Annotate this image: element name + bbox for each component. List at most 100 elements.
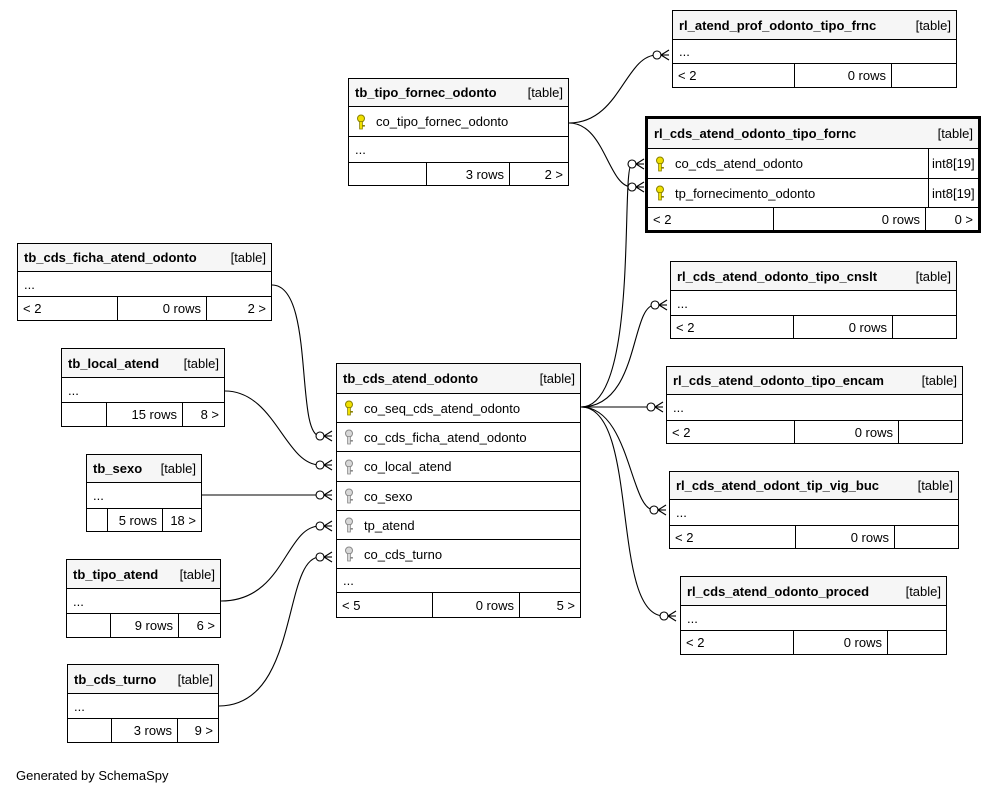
more-columns: ... [676,505,687,520]
more-columns: ... [679,44,690,59]
primary-key-icon [357,114,365,129]
parents-count [87,509,107,531]
table-name: rl_cds_atend_odonto_tipo_cnslt [677,268,878,284]
rel-atend-odonto-to-tipo-encam [581,401,664,413]
more-columns: ... [73,593,84,609]
row-count: 0 rows [793,631,887,654]
table-name: rl_cds_atend_odonto_tipo_encam [673,373,884,388]
column-co-cds-turno: co_cds_turno [337,546,580,562]
rel-turno-to-atend-odonto [218,551,333,707]
row-count: 15 rows [106,403,182,426]
parents-count: < 2 [678,68,697,83]
foreign-key-icon [345,517,353,533]
parents-count: < 2 [23,301,42,316]
foreign-key-icon [345,546,353,562]
more-columns: ... [355,142,366,157]
row-count: 0 rows [117,297,206,320]
parents-count: < 2 [675,529,694,545]
column-co-cds-atend-odonto: co_cds_atend_odonto [648,156,928,172]
table-type-label: [table] [230,250,266,265]
row-count: 5 rows [107,509,162,531]
parents-count: < 5 [342,597,361,613]
column-co-tipo-fornec-odonto: co_tipo_fornec_odonto [349,114,568,130]
more-columns: ... [74,698,85,714]
row-count: 0 rows [432,593,519,617]
foreign-key-icon [345,429,353,445]
row-count: 3 rows [111,719,177,742]
column-tp-fornecimento-odonto: tp_fornecimento_odonto [648,185,928,201]
table-rl-cds-atend-odont-tip-vig-buc[interactable]: rl_cds_atend_odont_tip_vig_buc[table] ..… [669,471,959,549]
table-type-label: [table] [937,126,973,141]
primary-key-icon [656,156,664,171]
parents-count: < 2 [686,635,705,650]
table-rl-cds-atend-odonto-proced[interactable]: rl_cds_atend_odonto_proced[table] ... < … [680,576,947,655]
more-columns: ... [677,295,688,311]
parents-count [68,719,111,742]
column-co-cds-ficha-atend-odonto: co_cds_ficha_atend_odonto [337,429,580,445]
column-type: int8[19] [928,149,978,178]
table-rl-cds-atend-odonto-tipo-cnslt[interactable]: rl_cds_atend_odonto_tipo_cnslt[table] ..… [670,261,957,339]
more-columns: ... [24,276,35,292]
row-count: 0 rows [795,526,894,548]
table-name: tb_cds_turno [74,671,157,687]
generated-by-footer: Generated by SchemaSpy [16,768,169,783]
rel-atend-odonto-to-tipo-cnslt [580,299,668,408]
row-count: 3 rows [426,163,509,185]
parents-count: < 2 [672,424,691,440]
children-count [892,316,956,338]
table-type-label: [table] [921,373,957,388]
table-type-label: [table] [179,566,215,582]
rel-tipo-atend-to-atend-odonto [220,520,333,602]
rel-atend-odonto-to-vig-buc [580,406,667,516]
parents-count [62,403,106,426]
row-count: 0 rows [793,316,892,338]
children-count [894,526,958,548]
children-count: 5 > [519,593,580,617]
primary-key-icon [656,185,664,201]
table-rl-atend-prof-odonto-tipo-frnc[interactable]: rl_atend_prof_odonto_tipo_frnc[table] ..… [672,10,957,88]
row-count: 0 rows [794,64,891,87]
children-count: 8 > [182,403,224,426]
column-co-seq-cds-atend-odonto: co_seq_cds_atend_odonto [337,400,580,416]
table-type-label: [table] [539,371,575,386]
more-columns: ... [93,488,104,503]
table-type-label: [table] [527,85,563,100]
table-tb-tipo-fornec-odonto[interactable]: tb_tipo_fornec_odonto [table] co_tipo_for… [348,78,569,186]
table-name: tb_tipo_fornec_odonto [355,85,497,100]
table-name: rl_cds_atend_odont_tip_vig_buc [676,478,879,493]
table-name: tb_cds_atend_odonto [343,371,479,386]
more-columns: ... [343,573,354,588]
table-rl-cds-atend-odonto-tipo-encam[interactable]: rl_cds_atend_odonto_tipo_encam [table] ..… [666,366,963,444]
table-tb-cds-ficha-atend-odonto[interactable]: tb_cds_ficha_atend_odonto [table] ... < 2… [17,243,272,321]
table-type-label: [table] [183,355,219,371]
table-name: tb_cds_ficha_atend_odonto [24,250,197,265]
children-count: 6 > [178,614,220,637]
table-name: tb_sexo [93,461,143,476]
table-rl-cds-atend-odonto-tipo-fornc[interactable]: rl_cds_atend_odonto_tipo_fornc[table] co… [645,116,981,233]
rel-local-to-atend-odonto [224,390,333,471]
children-count [887,631,946,654]
foreign-key-icon [345,488,353,504]
column-co-local-atend: co_local_atend [337,459,580,475]
table-type-label: [table] [915,17,951,33]
more-columns: ... [673,400,684,415]
parents-count [349,163,426,185]
more-columns: ... [68,382,79,398]
column-co-sexo: co_sexo [337,488,580,504]
column-type: int8[19] [928,179,978,207]
table-tb-cds-atend-odonto[interactable]: tb_cds_atend_odonto [table] co_seq_cds_at… [336,363,581,618]
more-columns: ... [687,610,698,626]
rel-sexo-to-atend-odonto [202,489,333,501]
children-count [898,421,962,443]
parents-count [67,614,110,637]
row-count: 0 rows [773,208,925,230]
rel-atend-odonto-to-tipo-fornc [580,158,645,408]
parents-count: < 2 [653,211,672,227]
children-count: 18 > [162,509,201,531]
table-name: rl_cds_atend_odonto_proced [687,583,870,599]
